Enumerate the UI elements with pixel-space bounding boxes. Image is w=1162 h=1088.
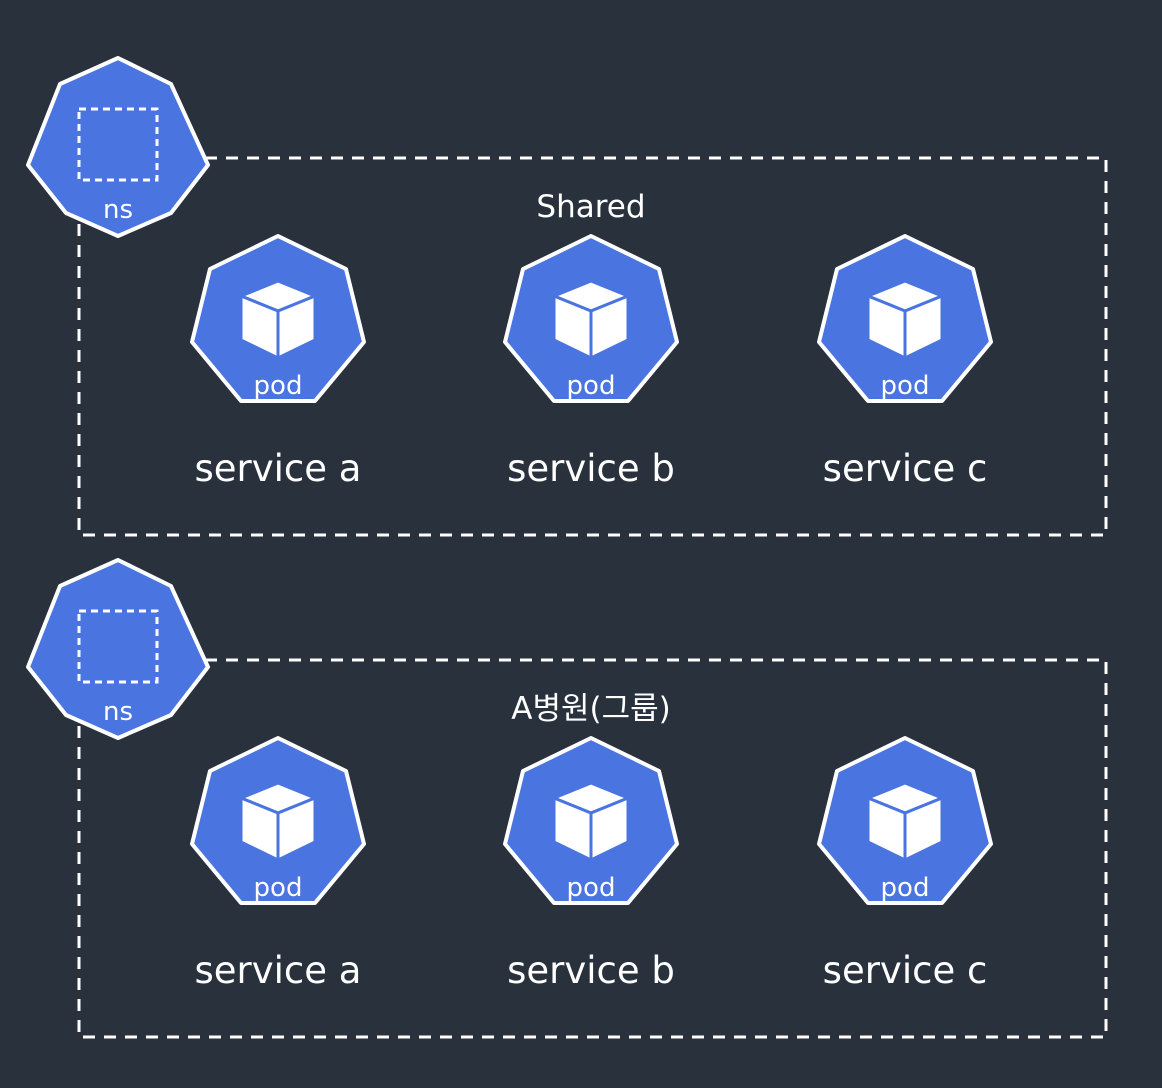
namespace-label: ns xyxy=(103,195,133,225)
pod-label: pod xyxy=(254,873,303,903)
namespace-group-a-hospital: A병원(그룹) ns pod service a xyxy=(26,558,1108,1039)
service-name: service c xyxy=(823,949,988,992)
pod-cube-icon xyxy=(239,279,317,360)
namespace-icon: ns xyxy=(26,56,210,238)
pod-icon: pod xyxy=(503,736,679,905)
pod-label: pod xyxy=(881,371,930,401)
service-node: pod service a xyxy=(190,234,366,490)
group-title: Shared xyxy=(536,189,645,225)
service-node: pod service b xyxy=(503,736,679,992)
pod-icon: pod xyxy=(190,234,366,403)
namespace-heptagon xyxy=(26,558,210,740)
pod-label: pod xyxy=(254,371,303,401)
namespace-frame xyxy=(77,658,1108,1039)
service-node: pod service c xyxy=(817,234,993,490)
pod-icon: pod xyxy=(817,234,993,403)
pod-label: pod xyxy=(567,371,616,401)
namespace-frame xyxy=(77,156,1108,537)
service-node: pod service c xyxy=(817,736,993,992)
namespace-group-shared: Shared ns pod service a xyxy=(26,56,1108,537)
service-name: service a xyxy=(195,949,362,992)
service-name: service b xyxy=(507,447,675,490)
namespace-label: ns xyxy=(103,697,133,727)
service-node: pod service a xyxy=(190,736,366,992)
namespace-heptagon xyxy=(26,56,210,238)
pod-cube-icon xyxy=(239,781,317,862)
pod-icon: pod xyxy=(503,234,679,403)
service-name: service a xyxy=(195,447,362,490)
pod-cube-icon xyxy=(866,279,944,360)
pod-cube-icon xyxy=(866,781,944,862)
pod-icon: pod xyxy=(190,736,366,905)
pod-icon: pod xyxy=(817,736,993,905)
service-node: pod service b xyxy=(503,234,679,490)
pod-label: pod xyxy=(881,873,930,903)
group-title: A병원(그룹) xyxy=(511,691,670,727)
namespace-icon: ns xyxy=(26,558,210,740)
pod-cube-icon xyxy=(552,279,630,360)
service-name: service b xyxy=(507,949,675,992)
namespace-dashed-box-icon xyxy=(77,609,159,684)
pod-label: pod xyxy=(567,873,616,903)
namespace-dashed-box-icon xyxy=(77,107,159,182)
pod-cube-icon xyxy=(552,781,630,862)
service-name: service c xyxy=(823,447,988,490)
